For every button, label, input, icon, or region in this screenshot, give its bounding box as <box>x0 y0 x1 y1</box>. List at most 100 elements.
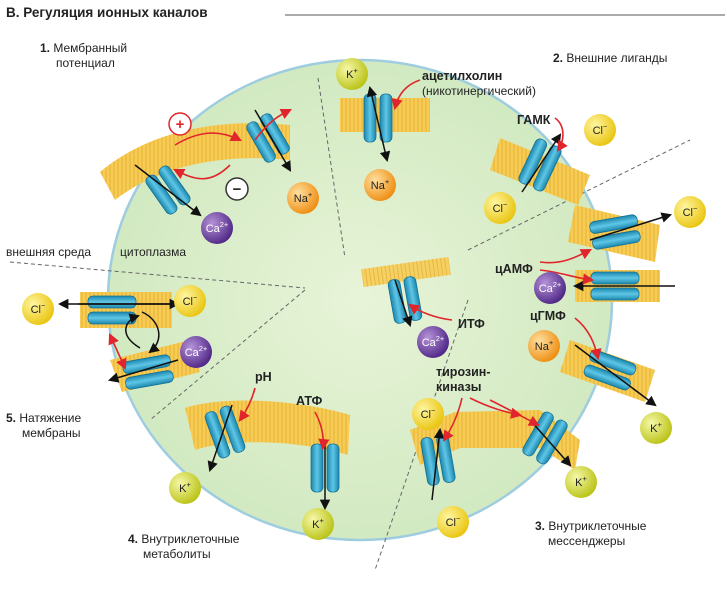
ion-symbol: Cl <box>593 125 603 137</box>
itf-label: ИТФ <box>458 317 485 331</box>
ion-symbol: Cl <box>421 409 431 421</box>
ion-symbol: K <box>346 69 354 81</box>
ion-symbol: Cl <box>183 296 193 308</box>
ion-symbol: Cl <box>446 517 456 529</box>
svg-text:Ca2+: Ca2+ <box>206 220 229 235</box>
ion-symbol: Na <box>294 193 309 205</box>
chloride-ion: Cl− <box>584 114 616 146</box>
ion-charge: + <box>549 338 554 347</box>
section-title-line2: метаболиты <box>143 547 211 561</box>
svg-text:Cl−: Cl− <box>493 200 508 215</box>
svg-text:Na+: Na+ <box>371 177 390 192</box>
svg-text:1. Мембранный: 1. Мембранный <box>40 41 127 55</box>
ion-symbol: Na <box>371 180 386 192</box>
tyrosine-kinase-label-2: киназы <box>436 380 481 394</box>
ion-charge: − <box>503 200 508 209</box>
outside-label: внешняя среда <box>6 245 91 259</box>
ion-charge: 2+ <box>220 220 229 229</box>
section-1-label: 1. Мембранный потенциал <box>40 41 127 70</box>
potassium-ion: K+ <box>336 58 368 90</box>
ion-symbol: Ca <box>539 283 554 295</box>
ion-symbol: Cl <box>683 207 693 219</box>
section-2-label: 2. Внешние лиганды <box>553 51 667 65</box>
gaba-label: ГАМК <box>517 113 551 127</box>
chloride-ion: Cl− <box>674 196 706 228</box>
svg-text:Cl−: Cl− <box>183 293 198 308</box>
section-number: 1. <box>40 41 50 55</box>
calcium-ion: Ca2+ <box>534 272 566 304</box>
potassium-ion: K+ <box>302 508 334 540</box>
ion-charge: − <box>456 514 461 523</box>
ion-charge: + <box>582 474 587 483</box>
minus-sign-label: − <box>233 181 242 198</box>
section-number: 5. <box>6 411 16 425</box>
ion-symbol: Cl <box>31 304 41 316</box>
svg-text:Na+: Na+ <box>535 338 554 353</box>
calcium-ion: Ca2+ <box>201 212 233 244</box>
section-5-label: 5. Натяжение мембраны <box>6 411 81 440</box>
channel-3e <box>522 411 568 465</box>
svg-text:Ca2+: Ca2+ <box>539 280 562 295</box>
ion-symbol: K <box>179 483 187 495</box>
ions: K+ Na+ Na+ Ca2+ Cl− Cl− Cl− Ca2+ <box>22 58 706 540</box>
section-number: 4. <box>128 532 138 546</box>
camp-label: цАМФ <box>495 262 533 276</box>
tyrosine-kinase-label-1: тирозин- <box>436 365 491 379</box>
diagram-title: B. Регуляция ионных каналов <box>6 5 208 20</box>
chloride-ion: Cl− <box>22 293 54 325</box>
ion-charge: + <box>186 480 191 489</box>
svg-text:K+: K+ <box>346 66 358 81</box>
ion-charge: − <box>431 406 436 415</box>
ion-symbol: Ca <box>422 337 437 349</box>
ph-label: pH <box>255 370 272 384</box>
section-number: 3. <box>535 519 545 533</box>
section-title-line2: потенциал <box>56 56 115 70</box>
svg-text:Na+: Na+ <box>294 190 313 205</box>
ion-symbol: Cl <box>493 203 503 215</box>
potassium-ion: K+ <box>169 472 201 504</box>
chloride-ion: Cl− <box>412 398 444 430</box>
plus-sign-label: + <box>176 116 185 133</box>
chloride-ion: Cl− <box>484 192 516 224</box>
svg-text:K+: K+ <box>575 474 587 489</box>
section-title: Внешние лиганды <box>566 51 667 65</box>
acetylcholine-label: ацетилхолин <box>422 69 502 83</box>
calcium-ion: Ca2+ <box>180 336 212 368</box>
svg-text:Cl−: Cl− <box>593 122 608 137</box>
channel-3b <box>590 271 640 301</box>
section-title: Мембранный <box>53 41 127 55</box>
plus-sign-icon: + <box>168 112 192 136</box>
ion-charge: − <box>693 204 698 213</box>
membrane-segment-1 <box>100 123 290 200</box>
svg-text:Ca2+: Ca2+ <box>422 334 445 349</box>
membrane-segment-3a <box>568 205 660 262</box>
nicotinic-label: (никотинергический) <box>422 84 536 98</box>
cytoplasm-label: цитоплазма <box>120 245 186 259</box>
potassium-ion: K+ <box>640 412 672 444</box>
ion-charge: + <box>353 66 358 75</box>
ion-charge: 2+ <box>436 334 445 343</box>
svg-text:5. Натяжение: 5. Натяжение <box>6 411 81 425</box>
svg-text:K+: K+ <box>312 516 324 531</box>
svg-text:4. Внутриклеточные: 4. Внутриклеточные <box>128 532 240 546</box>
ion-symbol: K <box>312 519 320 531</box>
svg-text:Cl−: Cl− <box>683 204 698 219</box>
ion-charge: 2+ <box>199 344 208 353</box>
channel-5b <box>122 354 174 390</box>
calcium-ion: Ca2+ <box>417 326 449 358</box>
ion-charge: − <box>41 301 46 310</box>
channel-1a <box>246 113 290 163</box>
ion-flow-arrows <box>57 85 675 511</box>
svg-text:K+: K+ <box>179 480 191 495</box>
ion-charge: − <box>603 122 608 131</box>
atf-label: АТФ <box>296 394 323 408</box>
channel-1b <box>145 165 191 215</box>
section-4-label: 4. Внутриклеточные метаболиты <box>128 532 240 561</box>
ion-symbol: K <box>650 423 658 435</box>
ion-symbol: Ca <box>206 223 221 235</box>
section-title-line2: мессенджеры <box>548 534 625 548</box>
ion-symbol: Ca <box>185 347 200 359</box>
chloride-ion: Cl− <box>437 506 469 538</box>
channel-4b <box>310 443 340 493</box>
